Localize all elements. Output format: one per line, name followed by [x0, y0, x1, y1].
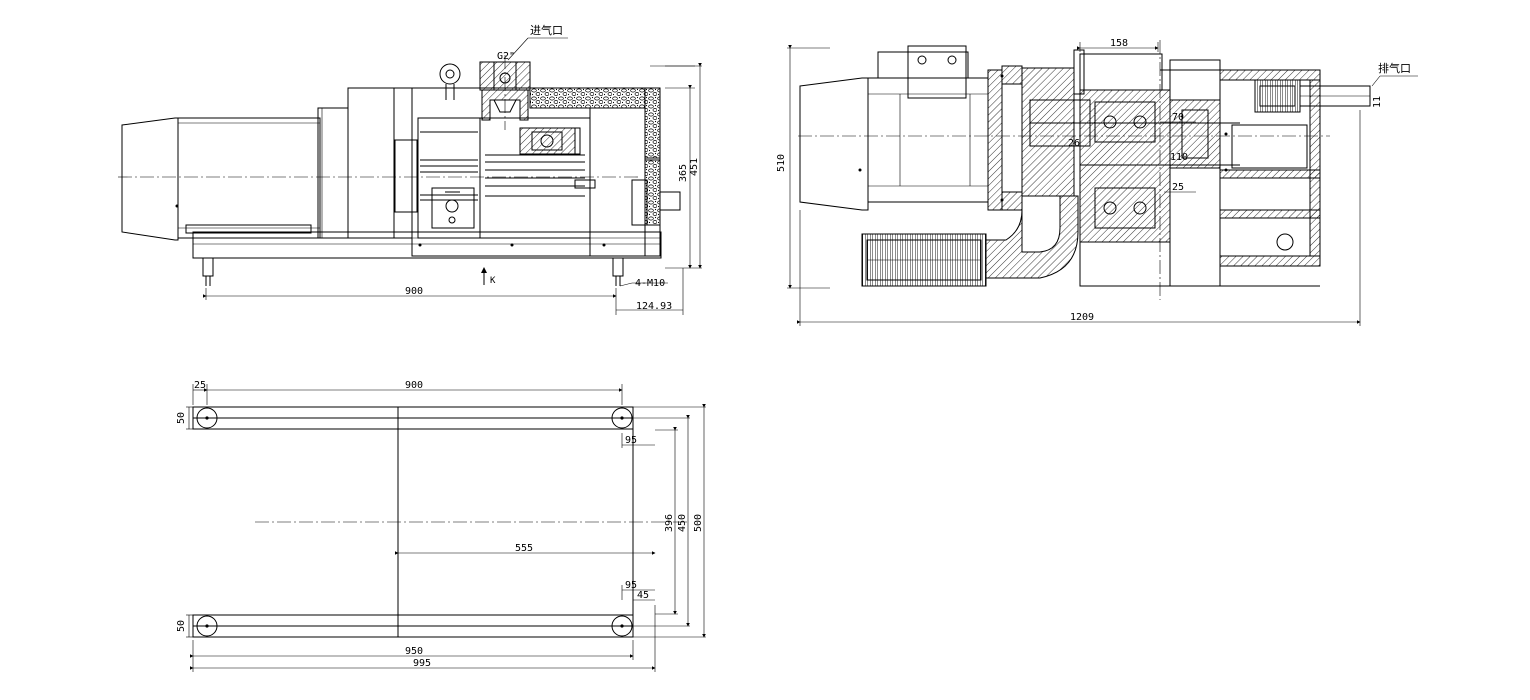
dim-451: 451 — [689, 158, 700, 176]
gear-plate — [431, 187, 475, 229]
dim-500: 500 — [693, 514, 704, 532]
mount-hole-bl — [196, 615, 218, 637]
section-view: 158 70 26 110 25 510 1209 排气口 11 — [776, 38, 1418, 326]
dim-4-m10: 4-M10 — [635, 278, 665, 289]
silencer-right — [644, 87, 661, 159]
motor-flange — [317, 107, 349, 239]
dim-50-top: 50 — [176, 412, 187, 424]
dim-950: 950 — [405, 646, 423, 657]
exhaust-filter — [1254, 79, 1301, 113]
dim-900-side: 900 — [405, 286, 423, 297]
lifting-eye — [439, 63, 461, 85]
motor-end-cap — [799, 77, 869, 211]
dim-158: 158 — [1110, 38, 1128, 49]
dim-1209: 1209 — [1070, 312, 1094, 323]
dim-95-bottom: 95 — [625, 580, 637, 591]
dim-365: 365 — [678, 164, 689, 182]
dim-25: 25 — [194, 380, 206, 391]
gear-housing — [1021, 67, 1075, 197]
dim-25: 25 — [1172, 182, 1184, 193]
dim-95-top: 95 — [625, 435, 637, 446]
dim-555: 555 — [515, 543, 533, 554]
foot-left — [202, 257, 214, 277]
dim-995: 995 — [413, 658, 431, 669]
dim-26: 26 — [1068, 138, 1080, 149]
dim-11: 11 — [1372, 96, 1383, 108]
coupling-housing — [347, 87, 395, 239]
inlet-label: 进气口 — [530, 23, 563, 37]
dim-70: 70 — [1172, 112, 1184, 123]
drain-plug — [1276, 233, 1294, 251]
inlet-thread-label: G2" — [497, 51, 515, 62]
silencer-top — [529, 87, 661, 109]
motor-flange-section — [987, 69, 1003, 211]
motor-fan-cover — [121, 117, 179, 241]
dim-900-base: 900 — [405, 380, 423, 391]
view-marker-k: K — [490, 276, 496, 286]
dim-396: 396 — [664, 514, 675, 532]
motor-body — [177, 117, 321, 239]
dim-50-bottom: 50 — [176, 620, 187, 632]
dim-45: 45 — [637, 590, 649, 601]
dim-450: 450 — [677, 514, 688, 532]
side-view: 进气口 G2" 365 451 900 4-M10 124.93 K — [118, 23, 702, 315]
rotor-housing — [1079, 89, 1171, 243]
base-rail — [192, 231, 662, 259]
dim-110: 110 — [1170, 152, 1188, 163]
outlet-label: 排气口 — [1378, 61, 1411, 75]
mount-hole-tl — [196, 407, 218, 429]
base-view: 25 900 50 50 95 95 45 555 396 450 5 — [176, 380, 706, 672]
foot-right — [612, 257, 624, 277]
mount-hole-tr — [611, 407, 633, 429]
inlet-duct — [985, 195, 1079, 279]
dim-124-93: 124.93 — [636, 301, 672, 312]
dim-510: 510 — [776, 154, 787, 172]
mount-hole-br — [611, 615, 633, 637]
